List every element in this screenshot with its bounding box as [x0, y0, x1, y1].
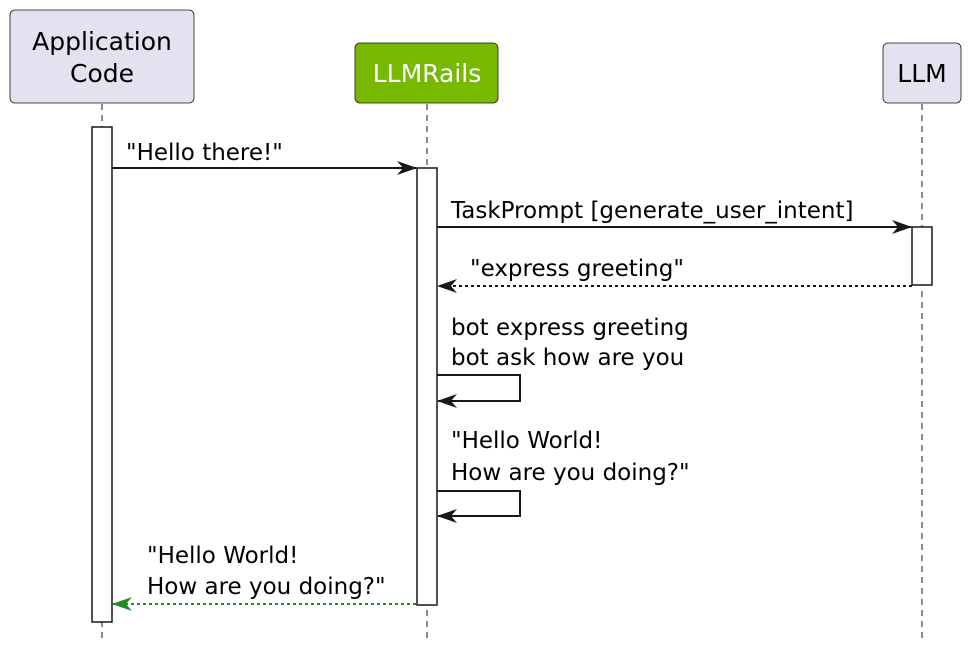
participant-box — [882, 42, 962, 104]
self-message-arrow — [437, 490, 521, 523]
message-label-line-1: bot express greeting — [451, 315, 689, 341]
participant-application-code: Application Code — [9, 9, 195, 104]
participant-label-line-1: Application — [32, 27, 172, 56]
message-label: "Hello there!" — [126, 140, 283, 166]
activation-bar-application-code — [91, 126, 113, 623]
message-final-reply: "Hello World! How are you doing?" — [112, 543, 416, 611]
participant-label-line-2: Code — [70, 59, 134, 88]
message-task-prompt: TaskPrompt [generate_user_intent] — [437, 198, 912, 234]
message-label-line-1: "Hello World! — [147, 543, 298, 569]
self-message-arrow — [437, 374, 521, 408]
message-hello-there: "Hello there!" — [112, 140, 417, 175]
participant-box — [9, 9, 195, 104]
message-label-line-2: How are you doing?" — [451, 460, 690, 486]
participant-llmrails: LLMRails — [354, 42, 499, 104]
activation-bar-llmrails — [416, 167, 438, 606]
message-self-bot-response: "Hello World! How are you doing?" — [437, 428, 690, 523]
message-label-line-1: "Hello World! — [451, 428, 602, 454]
participant-label: LLM — [897, 59, 946, 88]
message-label-line-2: bot ask how are you — [451, 345, 684, 371]
activation-bar-llm — [911, 226, 933, 286]
message-label: "express greeting" — [470, 256, 684, 282]
message-label: TaskPrompt [generate_user_intent] — [450, 198, 854, 224]
participant-llm: LLM — [882, 42, 962, 104]
message-label-line-2: How are you doing?" — [147, 574, 386, 600]
participant-box-highlight — [354, 42, 499, 104]
participant-label: LLMRails — [373, 59, 481, 88]
message-self-bot-intents: bot express greeting bot ask how are you — [437, 315, 689, 408]
message-express-greeting-reply: "express greeting" — [437, 256, 912, 293]
